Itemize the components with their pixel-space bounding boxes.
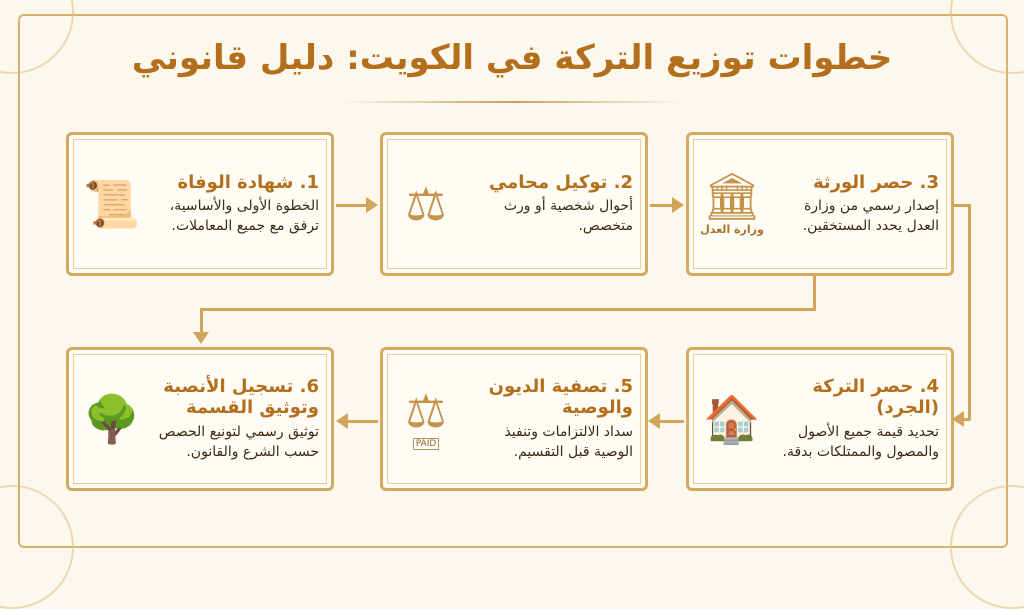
step-title: 3. حصر الورثة [812, 171, 939, 193]
connector-3-4 [954, 204, 970, 207]
step-card-1: 1. شهادة الوفاة الخطوة الأولى والأساسية،… [66, 132, 334, 276]
gavel-document-icon: ⚖ [405, 177, 447, 231]
arrow-head [952, 411, 964, 427]
step-illustration: 🏛 وزارة العدل [700, 168, 764, 236]
arrow-2-3 [650, 204, 674, 207]
step-title: 1. شهادة الوفاة [177, 171, 320, 193]
step-text: سداد الالتزامات وتنفيذ الوصية قبل التقسي… [504, 424, 633, 460]
ornamental-frame [18, 14, 1008, 548]
step-card-2: 2. توكيل محامي أحوال شخصية أو ورث متخصص.… [380, 132, 648, 276]
arrow-5-6 [348, 420, 378, 423]
title-divider [340, 101, 684, 103]
step-card-5: 5. تصفية الديون والوصية سداد الالتزامات … [380, 347, 648, 491]
arrow-4-5 [660, 420, 684, 423]
step-text: الخطوة الأولى والأساسية، ترفق مع جميع ال… [169, 198, 319, 234]
step-title: 4. حصر التركة (الجرد) [812, 375, 939, 419]
icon-label: وزارة العدل [700, 222, 764, 236]
connector-3-4 [962, 418, 970, 421]
step-text: أحوال شخصية أو ورث متخصص. [503, 198, 633, 234]
step-title: 2. توكيل محامي [488, 171, 633, 193]
scroll-pen-icon: 📜 [83, 177, 141, 231]
house-money-gold-icon: 🏠 [703, 392, 761, 446]
step-text-block: 1. شهادة الوفاة الخطوة الأولى والأساسية،… [151, 172, 319, 237]
connector-3-4 [968, 204, 971, 420]
step-illustration: ⚖ [395, 181, 457, 227]
step-text-block: 4. حصر التركة (الجرد) تحديد قيمة جميع ال… [771, 375, 940, 462]
arrow-1-2 [336, 204, 368, 207]
ministry-building-icon: 🏛 [702, 168, 762, 223]
step-text: إصدار رسمي من وزارة العدل يحدد المستخقين… [802, 198, 939, 234]
family-tree-certificate-icon: 🌳 [83, 392, 141, 446]
arrow-head [366, 197, 378, 213]
connector-row [200, 308, 816, 311]
step-illustration: 🏠 [701, 396, 763, 442]
step-illustration: 📜 [81, 181, 143, 227]
step-title: 6. تسجيل الأنصبة وتوثيق القسمة [163, 375, 319, 419]
paid-tag: PAID [412, 438, 440, 450]
step-title: 5. تصفية الديون والوصية [488, 375, 633, 419]
arrow-head [336, 413, 348, 429]
page-title: خطوات توزيع التركة في الكويت: دليل قانون… [131, 38, 893, 78]
step-card-4: 4. حصر التركة (الجرد) تحديد قيمة جميع ال… [686, 347, 954, 491]
arrow-head [193, 332, 209, 344]
step-text-block: 2. توكيل محامي أحوال شخصية أو ورث متخصص. [465, 172, 633, 237]
step-illustration: 🌳 [81, 396, 143, 442]
step-illustration: ⚖ PAID [395, 388, 457, 450]
connector-row [200, 308, 203, 334]
arrow-head [648, 413, 660, 429]
step-text-block: 3. حصر الورثة إصدار رسمي من وزارة العدل … [771, 172, 939, 237]
step-text: توثيق رسمي لتونيع الحصص حسب الشرع والقان… [158, 424, 319, 460]
step-text: تحديد قيمة جميع الأصول والمصول والممتلكا… [782, 424, 940, 460]
arrow-head [672, 197, 684, 213]
step-text-block: 6. تسجيل الأنصبة وتوثيق القسمة توثيق رسم… [151, 376, 319, 462]
step-text-block: 5. تصفية الديون والوصية سداد الالتزامات … [465, 376, 633, 462]
connector-row [813, 276, 816, 310]
scale-icon: ⚖ [405, 384, 447, 438]
step-card-3: 3. حصر الورثة إصدار رسمي من وزارة العدل … [686, 132, 954, 276]
step-card-6: 6. تسجيل الأنصبة وتوثيق القسمة توثيق رسم… [66, 347, 334, 491]
